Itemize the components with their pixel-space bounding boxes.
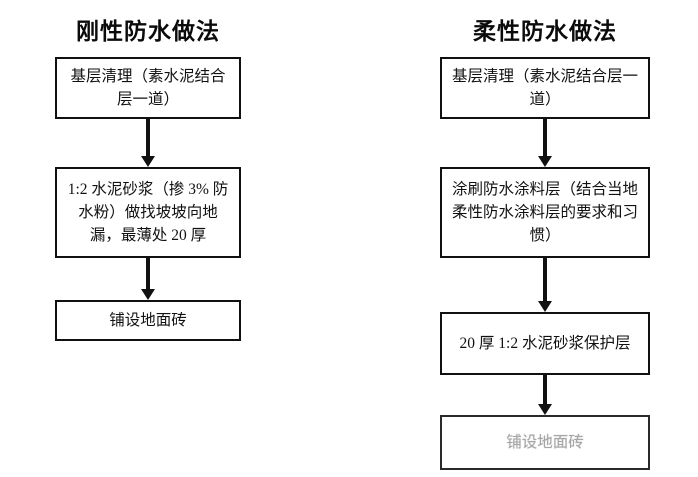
node-flex-1-label: 基层清理（素水泥结合层一道） — [451, 67, 638, 108]
node-rigid-2: 1:2 水泥砂浆（掺 3% 防水粉）做找坡坡向地漏，最薄处 20 厚 — [55, 167, 241, 258]
node-flex-1: 基层清理（素水泥结合层一道） — [440, 57, 650, 119]
node-flex-4-label: 铺设地面砖 — [506, 433, 584, 451]
column-title-rigid: 刚性防水做法 — [76, 19, 220, 44]
node-flex-2-label: 涂刷防水涂料层（结合当地柔性防水涂料层的要求和习惯） — [451, 180, 638, 245]
node-flex-3-label: 20 厚 1:2 水泥砂浆保护层 — [459, 334, 631, 352]
node-rigid-3: 铺设地面砖 — [55, 300, 241, 341]
node-rigid-3-label: 铺设地面砖 — [109, 311, 187, 329]
column-title-flexible: 柔性防水做法 — [473, 19, 617, 44]
node-rigid-2-label: 1:2 水泥砂浆（掺 3% 防水粉）做找坡坡向地漏，最薄处 20 厚 — [67, 180, 229, 245]
node-flex-4: 铺设地面砖 — [440, 415, 650, 470]
node-flex-3: 20 厚 1:2 水泥砂浆保护层 — [440, 312, 650, 375]
node-rigid-1: 基层清理（素水泥结合层一道） — [55, 57, 241, 119]
node-flex-2: 涂刷防水涂料层（结合当地柔性防水涂料层的要求和习惯） — [440, 167, 650, 258]
node-rigid-1-label: 基层清理（素水泥结合层一道） — [70, 67, 226, 108]
